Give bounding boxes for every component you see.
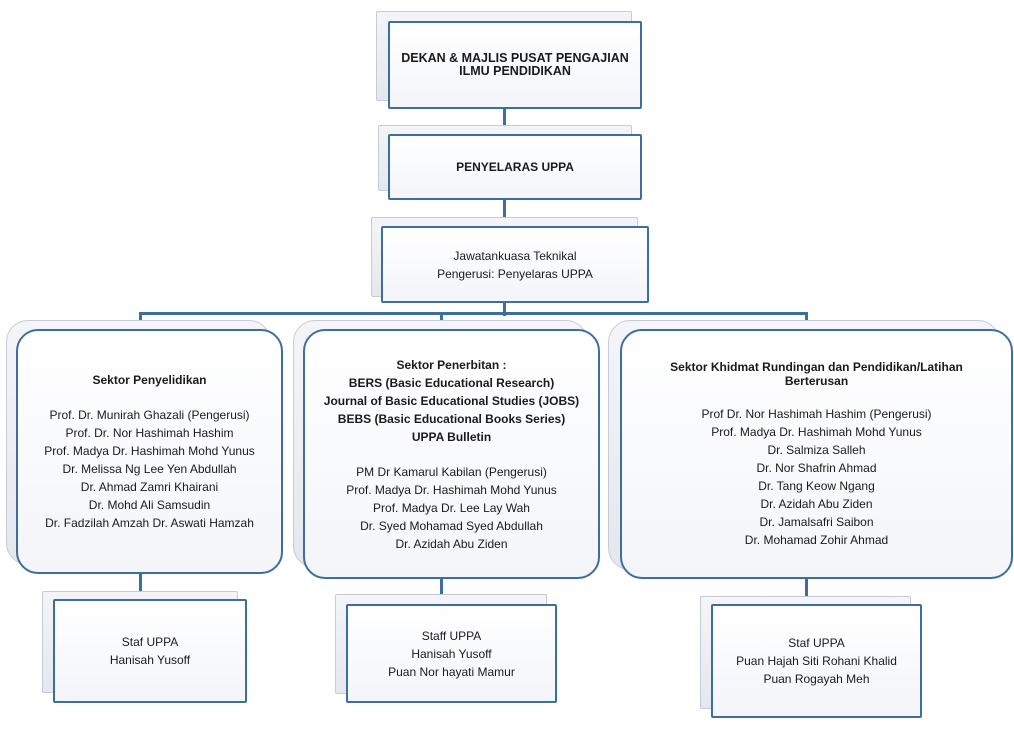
sector-publication-box: Sektor Penerbitan : BERS (Basic Educatio… bbox=[303, 329, 600, 579]
sector-consultancy-member: Dr. Azidah Abu Ziden bbox=[760, 496, 873, 511]
sector-research-member: Prof. Dr. Munirah Ghazali (Pengerusi) bbox=[49, 408, 250, 422]
sector-publication-heading: Journal of Basic Educational Studies (JO… bbox=[323, 393, 580, 408]
dean-title: DEKAN & MAJLIS PUSAT PENGAJIAN ILMU PEND… bbox=[401, 51, 629, 78]
connector-sector-2-staff bbox=[440, 578, 443, 604]
sector-research-heading: Sektor Penyelidikan bbox=[92, 373, 207, 387]
sector-publication-member: Prof. Madya Dr. Lee Lay Wah bbox=[373, 500, 530, 515]
staff-publication-name: Hanisah Yusoff bbox=[411, 646, 492, 661]
sector-consultancy-member: Dr. Salmiza Salleh bbox=[767, 442, 866, 457]
sector-consultancy-member: Dr. Tang Keow Ngang bbox=[758, 478, 875, 493]
staff-publication-name: Puan Nor hayati Mamur bbox=[388, 664, 515, 679]
sector-consultancy-member: Prof. Madya Dr. Hashimah Mohd Yunus bbox=[711, 424, 922, 439]
sector-research-member: Prof. Dr. Nor Hashimah Hashim bbox=[65, 426, 234, 440]
connector-sector-3-staff bbox=[805, 578, 808, 604]
sector-publication-heading: BEBS (Basic Educational Books Series) bbox=[337, 411, 566, 426]
sector-consultancy-member: Dr. Nor Shafrin Ahmad bbox=[756, 460, 877, 475]
connector-dean-coordinator bbox=[503, 108, 506, 134]
staff-research-label: Staf UPPA bbox=[121, 635, 179, 649]
staff-consultancy-label: Staf UPPA bbox=[788, 636, 845, 650]
sector-publication-member: Dr. Syed Mohamad Syed Abdullah bbox=[360, 518, 543, 533]
staff-consultancy-name: Puan Hajah Siti Rohani Khalid bbox=[736, 654, 897, 668]
sector-publication-member: PM Dr Kamarul Kabilan (Pengerusi) bbox=[356, 464, 547, 479]
staff-publication-box: Staff UPPA Hanisah Yusoff Puan Nor hayat… bbox=[346, 604, 557, 703]
connector-committee-bus bbox=[503, 302, 506, 316]
committee-title: Jawatankuasa Teknikal bbox=[453, 248, 577, 263]
sector-publication-heading: UPPA Bulletin bbox=[411, 429, 492, 444]
sector-research-box: Sektor Penyelidikan Prof. Dr. Munirah Gh… bbox=[16, 329, 283, 574]
coordinator-box: PENYELARAS UPPA bbox=[388, 134, 642, 200]
sector-research-member: Dr. Ahmad Zamri Khairani bbox=[80, 480, 219, 494]
sector-research-member: Dr. Fadzilah Amzah Dr. Aswati Hamzah bbox=[45, 516, 254, 530]
dean-box: DEKAN & MAJLIS PUSAT PENGAJIAN ILMU PEND… bbox=[388, 21, 642, 109]
staff-consultancy-box: Staf UPPA Puan Hajah Siti Rohani Khalid … bbox=[711, 604, 922, 718]
sector-research-member: Dr. Melissa Ng Lee Yen Abdullah bbox=[62, 462, 237, 476]
sector-research-member: Prof. Madya Dr. Hashimah Mohd Yunus bbox=[44, 444, 255, 458]
sector-consultancy-heading: Sektor Khidmat Rundingan dan Pendidikan/… bbox=[670, 359, 963, 374]
sector-publication-heading: BERS (Basic Educational Research) bbox=[348, 375, 555, 390]
sector-publication-member: Dr. Azidah Abu Ziden bbox=[395, 536, 508, 551]
sector-publication-member: Prof. Madya Dr. Hashimah Mohd Yunus bbox=[346, 482, 557, 497]
staff-research-name: Hanisah Yusoff bbox=[109, 653, 191, 667]
sector-consultancy-box: Sektor Khidmat Rundingan dan Pendidikan/… bbox=[620, 329, 1013, 579]
committee-chair: Pengerusi: Penyelaras UPPA bbox=[437, 266, 593, 281]
connector-sector-1-staff bbox=[139, 573, 142, 599]
coordinator-title: PENYELARAS UPPA bbox=[456, 160, 574, 174]
staff-consultancy-name: Puan Rogayah Meh bbox=[763, 672, 870, 686]
sector-publication-heading: Sektor Penerbitan : bbox=[396, 357, 507, 372]
connector-coordinator-committee bbox=[503, 200, 506, 226]
sector-consultancy-heading: Berterusan bbox=[784, 373, 849, 388]
staff-research-box: Staf UPPA Hanisah Yusoff bbox=[53, 599, 247, 703]
sector-research-member: Dr. Mohd Ali Samsudin bbox=[88, 498, 211, 512]
staff-publication-label: Staff UPPA bbox=[421, 628, 482, 643]
committee-box: Jawatankuasa Teknikal Pengerusi: Penyela… bbox=[381, 226, 649, 303]
sector-consultancy-member: Prof Dr. Nor Hashimah Hashim (Pengerusi) bbox=[701, 406, 932, 421]
sector-consultancy-member: Dr. Jamalsafri Saibon bbox=[759, 514, 874, 529]
connector-horizontal-bus bbox=[139, 312, 808, 315]
sector-consultancy-member: Dr. Mohamad Zohir Ahmad bbox=[744, 532, 889, 547]
